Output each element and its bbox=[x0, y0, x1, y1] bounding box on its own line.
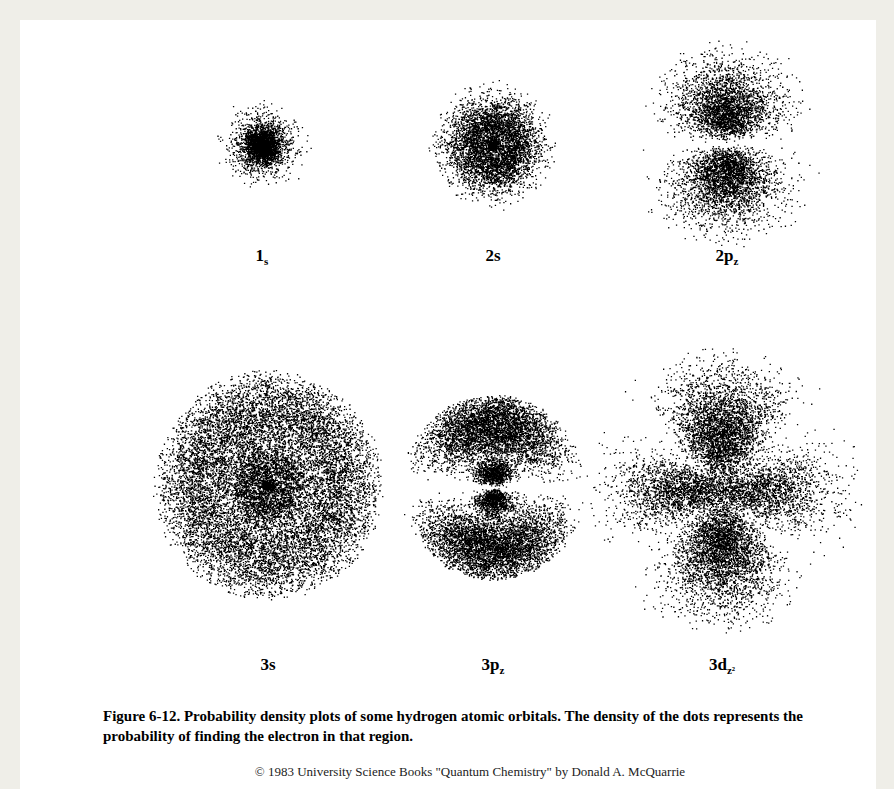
dot-clouds bbox=[153, 41, 862, 634]
orbital-label: 1s bbox=[256, 246, 269, 269]
electron-dot-cloud bbox=[429, 80, 557, 211]
electron-dot-cloud bbox=[582, 348, 862, 633]
electron-dot-cloud bbox=[217, 100, 311, 188]
electron-dot-cloud bbox=[643, 41, 820, 248]
orbital-label: 2pz bbox=[716, 246, 739, 269]
figure-caption: Figure 6-12. Probability density plots o… bbox=[103, 706, 803, 746]
electron-dot-cloud bbox=[404, 395, 582, 581]
electron-dot-cloud bbox=[153, 370, 383, 600]
orbital-label: 3dz² bbox=[709, 655, 735, 678]
orbital-label: 3pz bbox=[482, 655, 505, 678]
copyright-note: © 1983 University Science Books "Quantum… bbox=[255, 764, 685, 780]
orbital-label: 3s bbox=[260, 655, 275, 675]
orbital-label: 2s bbox=[485, 246, 500, 266]
figure-panel bbox=[20, 20, 876, 789]
